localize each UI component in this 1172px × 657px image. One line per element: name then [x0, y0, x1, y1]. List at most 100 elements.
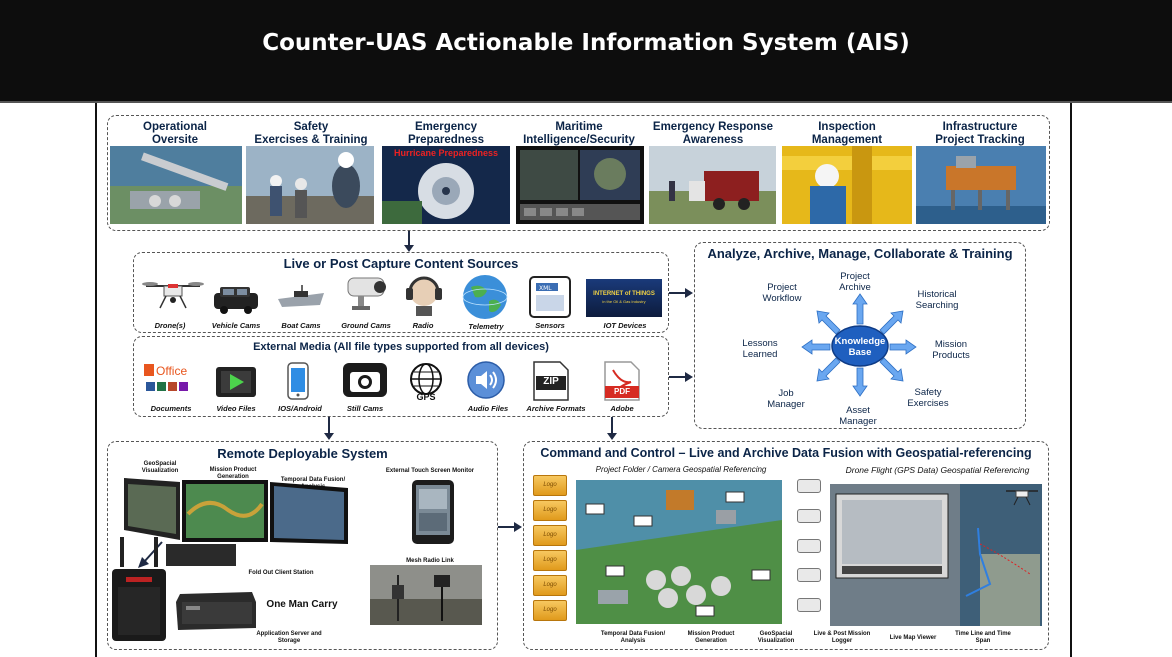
arrow-media-to-c2	[607, 417, 617, 440]
camera-feed-4[interactable]	[797, 568, 821, 582]
spoke-project-archive: Project Archive	[839, 271, 871, 293]
media-label-adobe: Adobe	[610, 404, 634, 413]
arrow-usecases-to-sources	[404, 231, 414, 252]
small-drone-icon	[1006, 490, 1038, 506]
spoke-mission-products: Mission Products	[932, 339, 970, 361]
gps-globe-icon	[410, 363, 442, 395]
zip-text: ZIP	[543, 376, 559, 387]
monitoring-screens-image	[516, 146, 644, 224]
c2-label-temporal: Temporal Data Fusion/ Analysis	[600, 631, 666, 644]
workers-hardhats-image	[246, 146, 374, 224]
media-label-stillcams: Still Cams	[346, 404, 384, 413]
geospatial-scene-image	[576, 480, 782, 624]
pipe-inspector-image	[782, 146, 912, 224]
external-media-title: External Media (All file types supported…	[253, 341, 549, 353]
media-label-video: Video Files	[216, 404, 256, 413]
oil-terminal-aerial-image	[110, 146, 242, 224]
headset-icon	[406, 276, 442, 316]
analyze-panel	[694, 242, 1026, 429]
suv-icon	[214, 287, 258, 314]
iot-banner-text: INTERNET of THINGS	[593, 291, 655, 297]
zip-file-icon	[533, 361, 569, 401]
remote-panel	[107, 441, 498, 650]
camera-feed-1[interactable]	[797, 479, 821, 493]
live-label-vehicle: Vehicle Cams	[211, 321, 261, 330]
drone-flight-map-image	[830, 484, 1042, 626]
live-label-drone: Drone(s)	[154, 321, 186, 330]
remote-label-geospacial: GeoSpacial Visualization	[141, 461, 179, 474]
content-frame	[95, 103, 1072, 657]
hurricane-satellite-image: Hurricane Preparedness	[382, 146, 510, 224]
spoke-job-manager: Job Manager	[767, 388, 805, 410]
remote-label-touch-monitor: External Touch Screen Monitor	[385, 468, 475, 474]
c2-label-timeline: Time Line and Time Span	[955, 631, 1011, 644]
gps-text: GPS	[416, 392, 436, 402]
project-folder-6[interactable]: Logo	[533, 600, 567, 621]
live-label-ground: Ground Cams	[341, 321, 391, 330]
project-folder-3[interactable]: Logo	[533, 525, 567, 546]
remote-label-foldout: Fold Out Client Station	[248, 570, 314, 576]
mesh-radio-image	[370, 565, 482, 625]
usecase-title-6: Infrastructure Project Tracking	[935, 121, 1025, 146]
usecase-title-5: Inspection Management	[811, 121, 883, 146]
project-folder-2[interactable]: Logo	[533, 500, 567, 521]
project-folder-4[interactable]: Logo	[533, 550, 567, 571]
spoke-project-workflow: Project Workflow	[762, 282, 802, 304]
usecase-title-1: Safety Exercises & Training	[254, 121, 368, 146]
analyze-title: Analyze, Archive, Manage, Collaborate & …	[707, 246, 1013, 261]
usecase-title-4: Emergency Response Awareness	[652, 121, 774, 146]
c2-label-logger: Live & Post Mission Logger	[813, 631, 871, 644]
usecase-title-2: Emergency Preparedness	[407, 121, 485, 146]
drone-icon	[142, 282, 204, 309]
project-folder-1[interactable]: Logo	[533, 475, 567, 496]
office-text: Office	[156, 364, 188, 378]
camera-feed-3[interactable]	[797, 539, 821, 553]
usecase-title-0: Operational Oversite	[143, 121, 207, 146]
security-camera-icon	[347, 277, 386, 310]
spoke-lessons-learned: Lessons Learned	[742, 338, 778, 360]
live-sources-panel	[133, 252, 669, 333]
live-label-telemetry: Telemetry	[468, 322, 504, 331]
c2-label-live-map: Live Map Viewer	[889, 635, 937, 641]
speaker-icon	[467, 361, 505, 399]
media-label-audio: Audio Files	[467, 404, 509, 413]
usecase-title-3: Maritime Intelligence/Security	[523, 121, 635, 146]
app-server-image	[176, 592, 256, 630]
iot-banner-icon: INTERNET of THINGS in the Oil & Gas Indu…	[586, 279, 662, 317]
media-label-documents: Documents	[150, 404, 192, 413]
header-bar: Counter-UAS Actionable Information Syste…	[0, 0, 1172, 103]
hurricane-overlay-text: Hurricane Preparedness	[393, 148, 499, 158]
camera-icon	[343, 363, 387, 397]
knowledge-base-spokes	[801, 293, 917, 397]
video-play-icon	[216, 367, 256, 397]
iot-banner-subtext: in the Oil & Gas Industry	[602, 299, 646, 304]
arrow-media-to-remote	[324, 417, 334, 440]
pelican-case-image	[112, 537, 166, 641]
live-label-boat: Boat Cams	[281, 321, 321, 330]
project-folder-5[interactable]: Logo	[533, 575, 567, 596]
spoke-historical-searching: Historical Searching	[915, 289, 959, 311]
arrow-sources-to-analyze	[669, 288, 693, 298]
office-icon: Office	[142, 360, 198, 398]
use-cases-panel	[107, 115, 1050, 231]
page-title: Counter-UAS Actionable Information Syste…	[262, 30, 910, 56]
live-sources-title: Live or Post Capture Content Sources	[283, 256, 519, 271]
arrow-remote-to-c2	[498, 522, 522, 532]
response-trailer-image	[649, 146, 776, 224]
pdf-text: PDF	[614, 387, 630, 396]
live-label-radio: Radio	[412, 321, 434, 330]
c2-label-mission-product: Mission Product Generation	[687, 631, 735, 644]
c2-right-caption: Drone Flight (GPS Data) Geospatial Refer…	[845, 465, 1030, 475]
camera-feed-2[interactable]	[797, 509, 821, 523]
phone-icon	[287, 362, 309, 400]
arrow-media-to-analyze	[669, 372, 693, 382]
spoke-safety-exercises: Safety Exercises	[907, 387, 949, 409]
remote-title: Remote Deployable System	[217, 446, 388, 461]
boat-icon	[278, 285, 324, 307]
knowledge-base-center: Knowledge Base	[834, 336, 886, 358]
live-label-sensors: Sensors	[535, 321, 565, 330]
external-media-panel	[133, 336, 669, 417]
c2-title: Command and Control – Live and Archive D…	[540, 446, 1032, 460]
camera-feed-5[interactable]	[797, 598, 821, 612]
media-label-archive: Archive Formats	[526, 404, 586, 413]
